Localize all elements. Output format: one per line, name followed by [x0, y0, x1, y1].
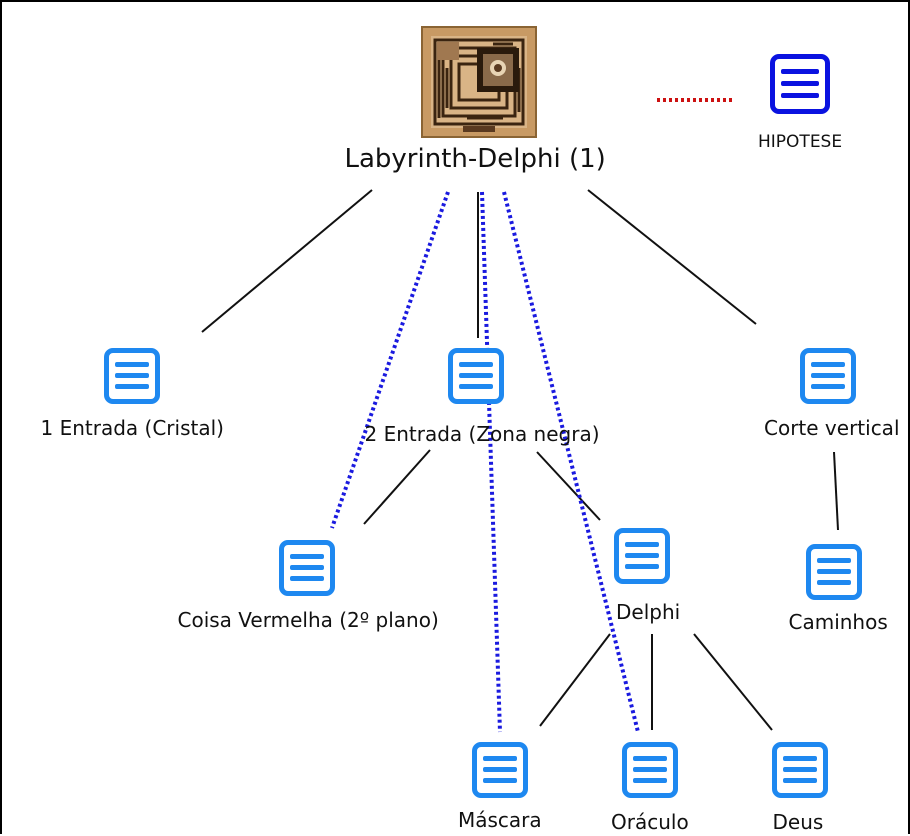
document-icon-line [817, 580, 851, 585]
edge-root-to-entrada1 [201, 189, 373, 333]
document-icon-line [459, 384, 493, 389]
document-icon-line [811, 373, 845, 378]
document-icon-line [817, 569, 851, 574]
node-label-caminhos[interactable]: Caminhos [788, 610, 888, 634]
entrada1-document-icon[interactable] [104, 348, 160, 404]
document-icon-frame [800, 348, 856, 404]
document-icon-line [290, 565, 324, 570]
node-label-corte-vertical[interactable]: Corte vertical [764, 416, 900, 440]
document-icon-line [817, 558, 851, 563]
document-icon-line [483, 767, 517, 772]
oraculo-document-icon[interactable] [622, 742, 678, 798]
document-icon-line [783, 778, 817, 783]
document-icon-line [633, 756, 667, 761]
document-icon-line [781, 81, 819, 86]
edge-delphi-to-deus [693, 633, 773, 731]
document-icon-frame [806, 544, 862, 600]
document-icon-frame [622, 742, 678, 798]
node-label-entrada2[interactable]: 2 Entrada (Zona negra) [364, 422, 600, 446]
document-icon-frame [472, 742, 528, 798]
document-icon-line [783, 756, 817, 761]
document-icon-line [459, 362, 493, 367]
document-icon-line [483, 756, 517, 761]
edge-entrada2-to-coisa [363, 449, 431, 525]
legend-hypothesis-label: HIPOTESE [758, 132, 843, 152]
edge-delphi-to-mascara [539, 633, 611, 727]
entrada2-document-icon[interactable] [448, 348, 504, 404]
document-icon-line [290, 576, 324, 581]
delphi-document-icon[interactable] [614, 528, 670, 584]
edge-root-to-mascara [480, 191, 502, 733]
edge-root-to-corte [587, 189, 757, 325]
document-icon-line [115, 362, 149, 367]
edge-entrada2-to-delphi [536, 451, 601, 521]
coisa-document-icon[interactable] [279, 540, 335, 596]
node-label-coisa-vermelha[interactable]: Coisa Vermelha (2º plano) [177, 608, 439, 632]
mascara-document-icon[interactable] [472, 742, 528, 798]
document-icon-line [783, 767, 817, 772]
document-icon-frame [448, 348, 504, 404]
document-icon-line [633, 778, 667, 783]
document-icon-line [625, 553, 659, 558]
document-icon-line [459, 373, 493, 378]
legend-hypothesis-icon [770, 54, 830, 114]
document-icon-frame [104, 348, 160, 404]
document-icon-line [633, 767, 667, 772]
labyrinth-image-icon [423, 28, 535, 136]
document-icon-line [811, 384, 845, 389]
labyrinth-thumbnail[interactable] [421, 26, 537, 138]
edge-root-to-coisa [330, 191, 450, 529]
document-icon-line [625, 564, 659, 569]
root-node-label[interactable]: Labyrinth-Delphi (1) [344, 144, 606, 174]
node-label-oraculo[interactable]: Oráculo [611, 810, 689, 834]
document-icon-frame [279, 540, 335, 596]
document-icon-frame [614, 528, 670, 584]
edge-root-to-oraculo [502, 191, 640, 733]
caminhos-document-icon[interactable] [806, 544, 862, 600]
document-icon-line [290, 554, 324, 559]
document-icon-line [483, 778, 517, 783]
document-icon-line [781, 93, 819, 98]
document-icon-line [811, 362, 845, 367]
deus-document-icon[interactable] [772, 742, 828, 798]
document-icon-frame [770, 54, 830, 114]
node-label-deus[interactable]: Deus [772, 810, 824, 834]
node-label-mascara[interactable]: Máscara [458, 808, 542, 832]
document-icon-line [625, 542, 659, 547]
document-icon-frame [772, 742, 828, 798]
node-label-delphi[interactable]: Delphi [616, 600, 681, 624]
document-icon-line [781, 69, 819, 74]
node-label-entrada1[interactable]: 1 Entrada (Cristal) [40, 416, 224, 440]
corte-document-icon[interactable] [800, 348, 856, 404]
edge-corte-to-caminhos [833, 451, 839, 531]
document-icon-line [115, 373, 149, 378]
document-icon-line [115, 384, 149, 389]
